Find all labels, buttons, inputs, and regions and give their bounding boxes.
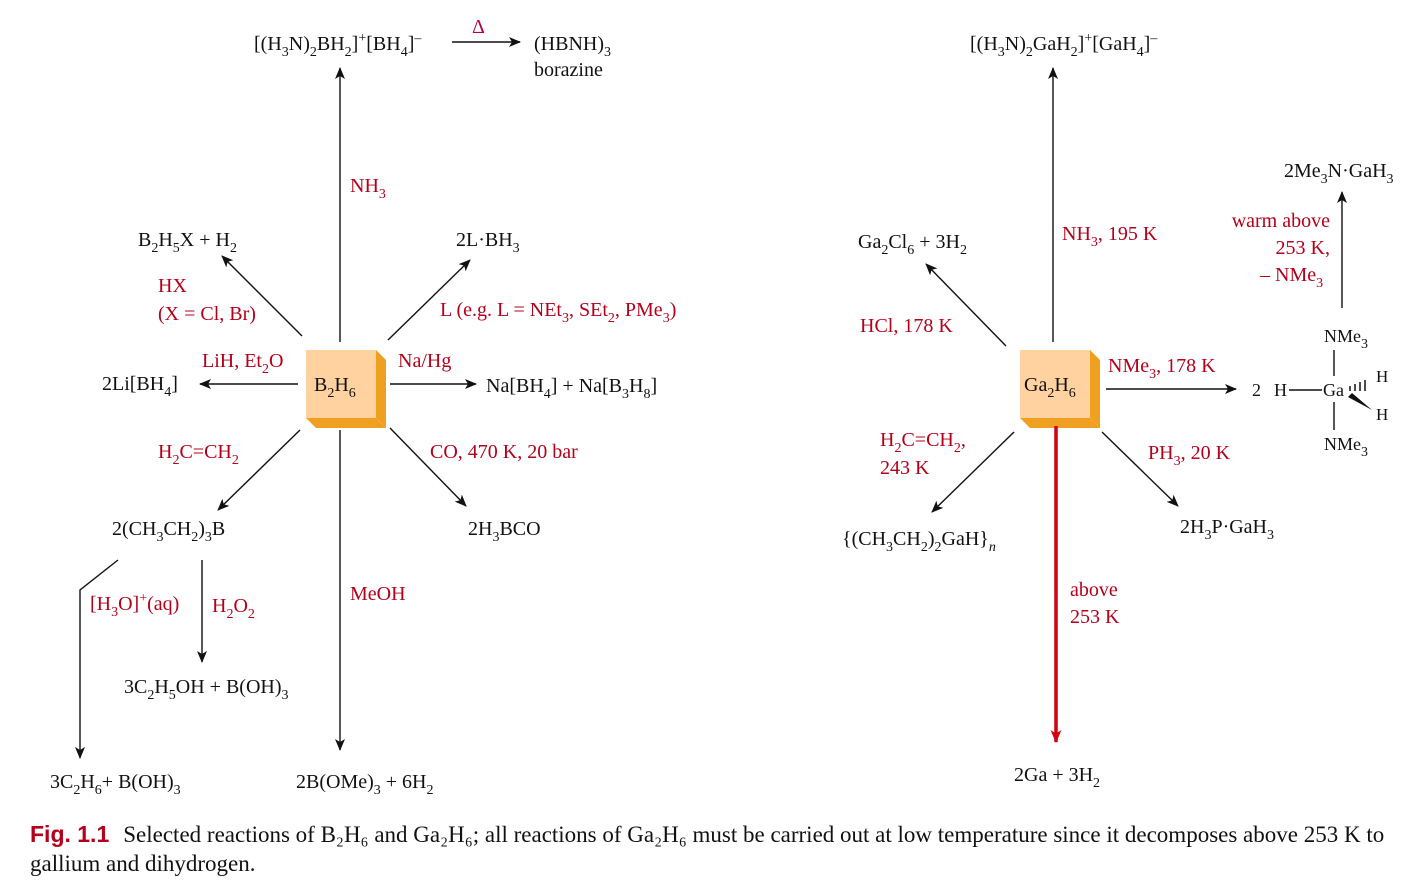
complex-nme3-top: NMe3 (1324, 326, 1368, 352)
box-front-face (1020, 350, 1090, 418)
complex-h-upper: H (1376, 367, 1388, 386)
arrow-b2h6-lower-right (389, 427, 467, 507)
decomposition-condition-2: 253 K (1070, 606, 1120, 628)
warm-condition-3: – NMe3 (1259, 264, 1323, 291)
b2h6-right-condition: Na/Hg (398, 350, 451, 372)
ga-nme3-complex: 2 H Ga H H NMe3 NMe3 (1252, 326, 1388, 460)
ga2h6-arrows (925, 67, 1347, 513)
box-side-face (1090, 350, 1100, 428)
decomposition-condition-1: above (1070, 579, 1118, 601)
box-bottom-face (306, 418, 386, 428)
arrow-ga2h6-upper-left (925, 263, 1007, 347)
b2h6-box (306, 350, 386, 428)
b2h6-top-product: [(H3N)2BH2]+[BH4]– (254, 31, 422, 60)
box-bottom-face (1020, 418, 1100, 428)
b2h6-right-product: Na[BH4] + Na[B3H8] (486, 375, 657, 402)
ethane-product: 3C2H6+ B(OH)3 (50, 771, 181, 798)
b2h6-lower-right-product: 2H3BCO (468, 518, 541, 545)
b2h6-bottom-product: 2B(OMe)3 + 6H2 (296, 771, 434, 798)
ga2h6-box (1020, 350, 1100, 428)
acid-condition: [H3O]+(aq) (90, 591, 179, 620)
ga2h6-right-condition: NMe3, 178 K (1108, 355, 1216, 382)
ethanol-product: 3C2H5OH + B(OH)3 (124, 676, 289, 703)
box-side-face (376, 350, 386, 428)
b2h6-top-condition: NH3 (350, 175, 386, 202)
ga2h6-lower-left-condition-1: H2C=CH2, (880, 429, 966, 456)
solid-wedge-bond (1348, 393, 1372, 410)
peroxide-condition: H2O2 (212, 595, 255, 622)
b2h6-upper-right-product: 2L·BH3 (456, 229, 520, 256)
b2h6-left-product: 2Li[BH4] (102, 373, 178, 400)
caption-text: Selected reactions of B₂H₆ and Ga₂H₆; al… (30, 822, 1385, 876)
arrow-b2h6-upper-left (221, 255, 303, 337)
hashed-wedge-bond (1349, 380, 1366, 391)
ga2h6-lower-left-product: {(CH3CH2)2GaH}n (842, 528, 996, 555)
figure-label: Fig. 1.1 (30, 821, 110, 847)
ga2h6-upper-left-condition: HCl, 178 K (860, 315, 953, 337)
b2h6-upper-left-product: B2H5X + H2 (138, 229, 237, 256)
complex-nme3-bottom: NMe3 (1324, 434, 1368, 460)
borazine-name: borazine (534, 59, 603, 81)
ga2h6-lower-left-condition-2: 243 K (880, 457, 930, 479)
ga2h6-top-product: [(H3N)2GaH2]+[GaH4]– (970, 31, 1158, 60)
warm-condition-1: warm above (1232, 210, 1330, 232)
borazine-formula: (HBNH)3 (534, 33, 611, 60)
decomposition-product: 2Ga + 3H2 (1014, 764, 1100, 791)
complex-coefficient: 2 (1252, 380, 1261, 400)
b2h6-upper-left-condition-2: (X = Cl, Br) (158, 303, 256, 325)
arrow-ga2h6-lower-right (1101, 431, 1179, 507)
arrow-ga2h6-lower-left (931, 431, 1015, 513)
ga2h6-top-condition: NH3, 195 K (1062, 223, 1158, 250)
ga2h6-upper-left-product: Ga2Cl6 + 3H2 (858, 231, 967, 258)
b2h6-lower-left-product: 2(CH3CH2)3B (112, 518, 225, 545)
ga2h6-lower-right-product: 2H3P·GaH3 (1180, 516, 1274, 543)
ga2h6-lower-right-condition: PH3, 20 K (1148, 442, 1231, 469)
box-front-face (306, 350, 376, 418)
b2h6-lower-left-condition: H2C=CH2 (158, 441, 239, 468)
warm-condition-2: 253 K, (1276, 237, 1330, 259)
b2h6-upper-left-condition-1: HX (158, 275, 187, 297)
b2h6-label: B2H6 (314, 374, 356, 401)
b2h6-left-condition: LiH, Et2O (202, 350, 283, 377)
arrow-b2h6-upper-right (387, 259, 471, 341)
complex-ga: Ga (1323, 380, 1344, 400)
arrow-to-ethane (75, 559, 119, 759)
b2h6-bottom-condition: MeOH (350, 583, 406, 605)
b2h6-arrows (75, 37, 521, 759)
arrow-b2h6-lower-left (217, 429, 301, 511)
complex-h-lower: H (1376, 405, 1388, 424)
b2h6-upper-right-condition: L (e.g. L = NEt3, SEt2, PMe3) (440, 299, 676, 326)
delta-symbol: Δ (472, 16, 485, 38)
complex-h-left: H (1274, 380, 1287, 400)
warm-product: 2Me3N·GaH3 (1284, 160, 1394, 187)
b2h6-lower-right-condition: CO, 470 K, 20 bar (430, 441, 578, 463)
ga2h6-label: Ga2H6 (1024, 374, 1076, 401)
